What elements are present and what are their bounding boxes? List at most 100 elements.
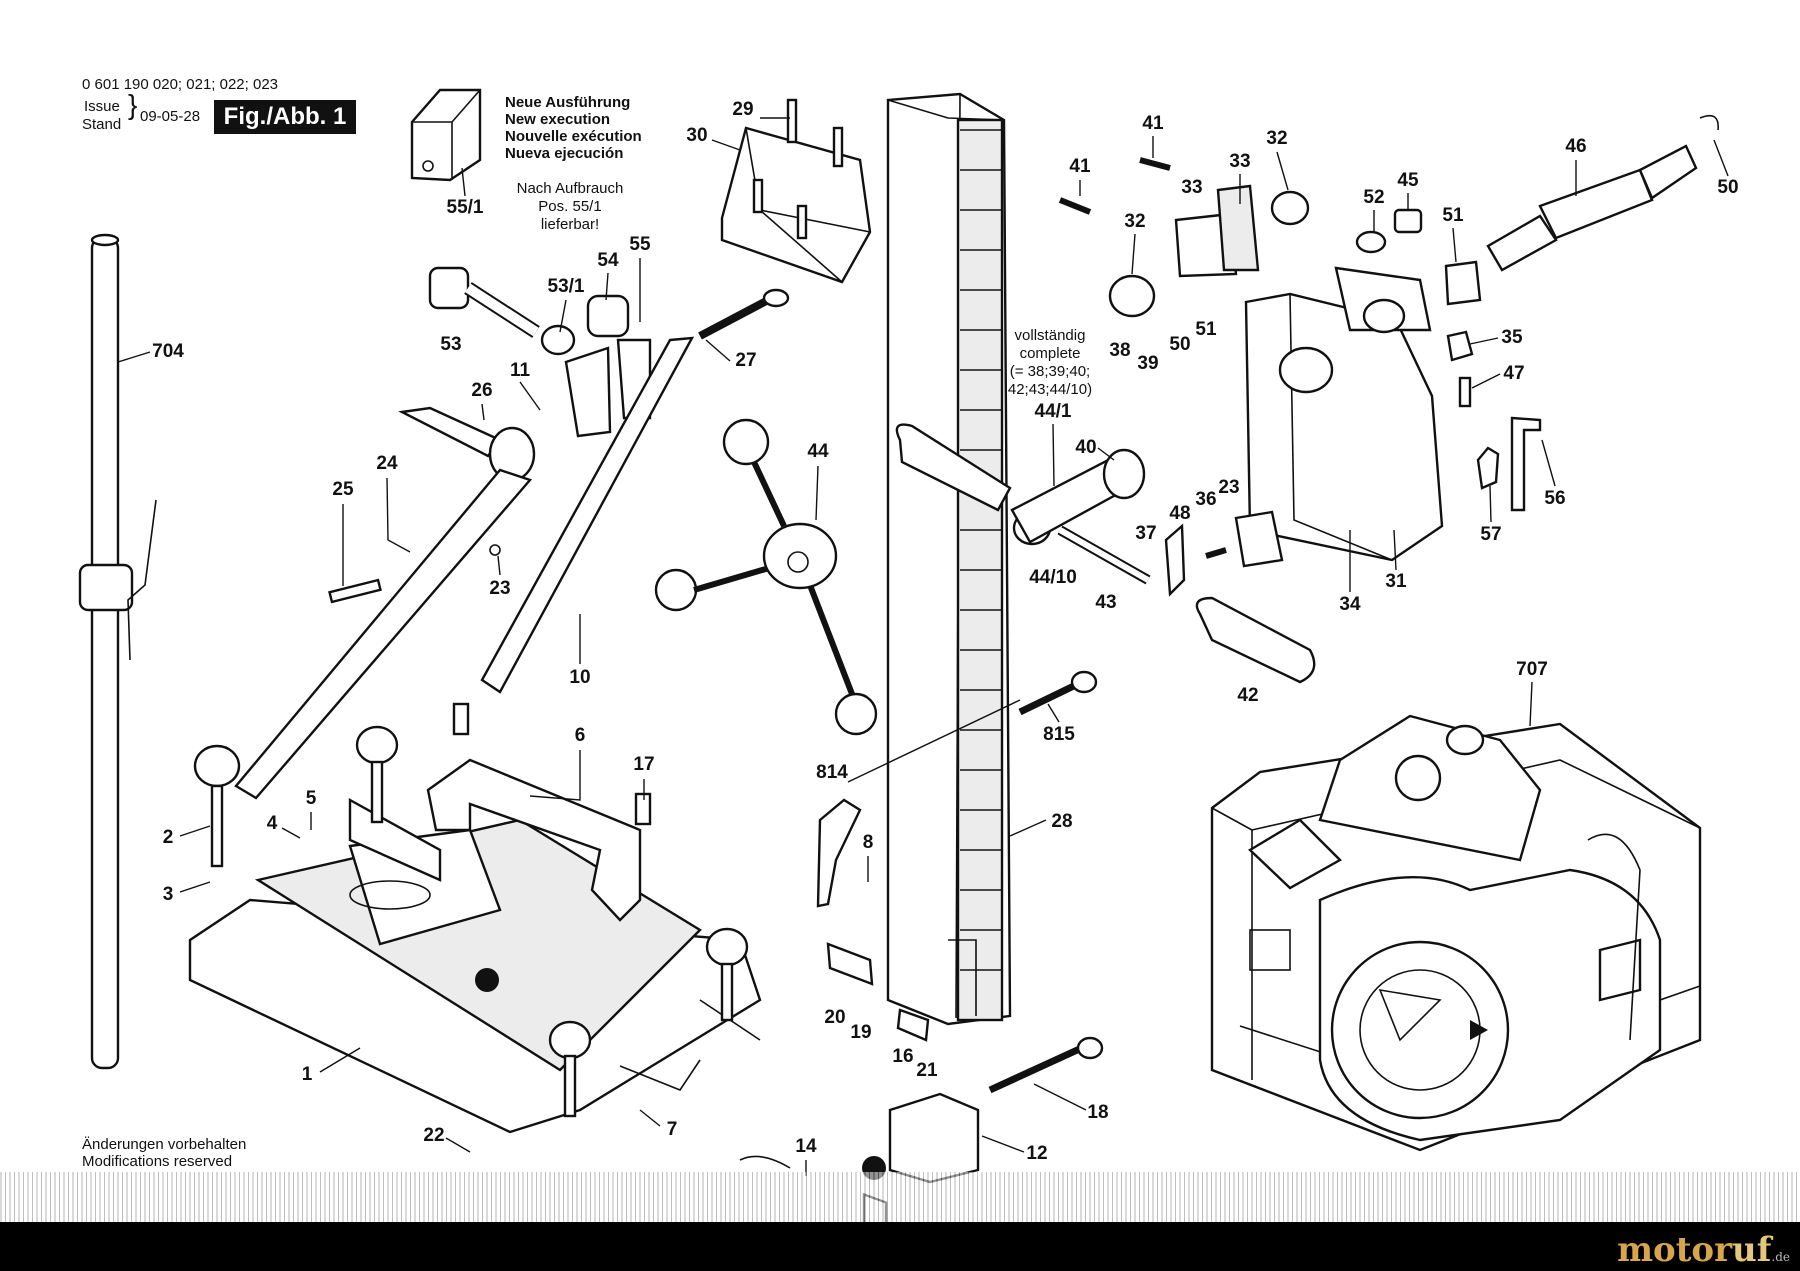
- part-number-label: 51: [1442, 205, 1464, 226]
- part-number-label: 10: [569, 667, 591, 688]
- part-number-label: 55/1: [446, 197, 484, 218]
- part-number-label: 44/1: [1034, 401, 1072, 422]
- clamp-new-execution: [410, 88, 482, 182]
- note-line: Änderungen vorbehalten: [82, 1136, 247, 1153]
- stand-label: Stand: [82, 116, 122, 133]
- part-number-label: 50: [1169, 334, 1191, 355]
- brace-glyph: }: [128, 89, 138, 120]
- note-line: Nueva ejecución: [505, 145, 624, 162]
- part-number-label: 814: [816, 762, 848, 783]
- part-number-label: 707: [1516, 659, 1548, 680]
- brand-tld: .de: [1771, 1250, 1790, 1264]
- part-number-label: 48: [1169, 503, 1191, 524]
- footer-bar: [0, 1222, 1800, 1271]
- part-number-label: 41: [1069, 156, 1091, 177]
- part-number-label: 19: [850, 1022, 872, 1043]
- part-number-label: 8: [862, 832, 874, 853]
- pump-motor-unit: [1210, 714, 1702, 1152]
- part-number-label: 6: [574, 725, 586, 746]
- part-number-label: 24: [376, 453, 398, 474]
- note-line: lieferbar!: [540, 216, 600, 233]
- part-number-label: 52: [1363, 187, 1385, 208]
- part-number-label: 35: [1501, 327, 1523, 348]
- part-number-label: 37: [1135, 523, 1157, 544]
- disclaimer: Änderungen vorbehalten Modifications res…: [82, 1136, 246, 1170]
- brand-name-part: uf: [1732, 1230, 1772, 1270]
- part-number-label: 2: [162, 827, 174, 848]
- part-number-label: 50: [1717, 177, 1739, 198]
- part-number-label: 46: [1565, 136, 1587, 157]
- part-number-label: 29: [732, 99, 754, 120]
- scan-noise-band: [0, 1172, 1800, 1222]
- figure-label: Fig./Abb. 1: [214, 100, 356, 134]
- part-number-label: 7: [666, 1119, 678, 1140]
- part-number-label: 17: [633, 754, 655, 775]
- part-number-label: 22: [423, 1125, 445, 1146]
- part-number-label: 53/1: [547, 276, 585, 297]
- part-number-label: 1: [301, 1064, 313, 1085]
- long-screw: [698, 288, 790, 340]
- part-numbers: 0 601 190 020; 021; 022; 023: [82, 76, 279, 93]
- new-execution-note: Neue Ausführung New execution Nouvelle e…: [505, 94, 642, 162]
- part-number-label: 28: [1051, 811, 1073, 832]
- part-number-label: 32: [1266, 128, 1288, 149]
- part-number-label: 47: [1503, 363, 1525, 384]
- issue-label: Issue: [84, 98, 120, 115]
- drill-stand-base: [188, 758, 762, 1134]
- part-number-label: 51: [1195, 319, 1217, 340]
- part-number-label: 41: [1142, 113, 1164, 134]
- part-number-label: 45: [1397, 170, 1419, 191]
- feed-arm: [234, 406, 536, 800]
- part-number-label: 43: [1095, 592, 1117, 613]
- after-use-note: Nach Aufbrauch Pos. 55/1 lieferbar!: [510, 180, 630, 234]
- part-number-label: 25: [332, 479, 354, 500]
- part-number-label: 33: [1229, 151, 1251, 172]
- part-number-label: 36: [1195, 489, 1217, 510]
- part-number-label: 16: [892, 1046, 914, 1067]
- column-rack: [886, 92, 1012, 1026]
- part-number-label: 34: [1339, 594, 1361, 615]
- handwheel-star: [654, 418, 878, 736]
- part-number-label: 18: [1087, 1102, 1109, 1123]
- part-number-label: 30: [686, 125, 708, 146]
- column-rod: [78, 233, 157, 1070]
- carriage-assembly: [1058, 157, 1444, 562]
- part-number-label: 44: [807, 441, 829, 462]
- note-line: complete: [1019, 345, 1081, 362]
- part-number-label: 55: [629, 234, 651, 255]
- eyebolts: [193, 702, 749, 1118]
- handle-housing: [720, 98, 872, 284]
- part-number-label: 3: [162, 884, 174, 905]
- part-number-label: 56: [1544, 488, 1566, 509]
- part-number-label: 42: [1237, 685, 1259, 706]
- part-number-label: 54: [597, 250, 619, 271]
- part-number-label: 815: [1043, 724, 1075, 745]
- part-number-label: 20: [824, 1007, 846, 1028]
- part-number-label: 32: [1124, 211, 1146, 232]
- part-number-label: 5: [305, 788, 317, 809]
- spindle-parts: [1355, 114, 1719, 512]
- note-line: 42;43;44/10): [1007, 381, 1093, 398]
- part-number-label: 14: [795, 1136, 817, 1157]
- part-number-label: 53: [440, 334, 462, 355]
- note-line: (= 38;39;40;: [1009, 363, 1091, 380]
- part-number-label: 23: [1218, 477, 1240, 498]
- part-number-label: 39: [1137, 353, 1159, 374]
- part-number-label: 57: [1480, 524, 1502, 545]
- note-line: Nach Aufbrauch: [516, 180, 624, 197]
- part-number-label: 21: [916, 1060, 938, 1081]
- issue-date: 09-05-28: [140, 108, 201, 125]
- part-number-label: 44/10: [1029, 567, 1077, 588]
- part-number-label: 26: [471, 380, 493, 401]
- note-line: Neue Ausführung: [505, 94, 631, 111]
- part-number-label: 40: [1075, 437, 1097, 458]
- part-number-label: 33: [1181, 177, 1203, 198]
- brand-logo: motoruf.de: [1617, 1230, 1790, 1270]
- leader-lines: [117, 117, 1729, 1176]
- note-line: Modifications reserved: [82, 1153, 233, 1170]
- part-number-label: 11: [509, 360, 531, 381]
- lever-pivot-assembly: [428, 266, 695, 694]
- part-number-label: 27: [735, 350, 757, 371]
